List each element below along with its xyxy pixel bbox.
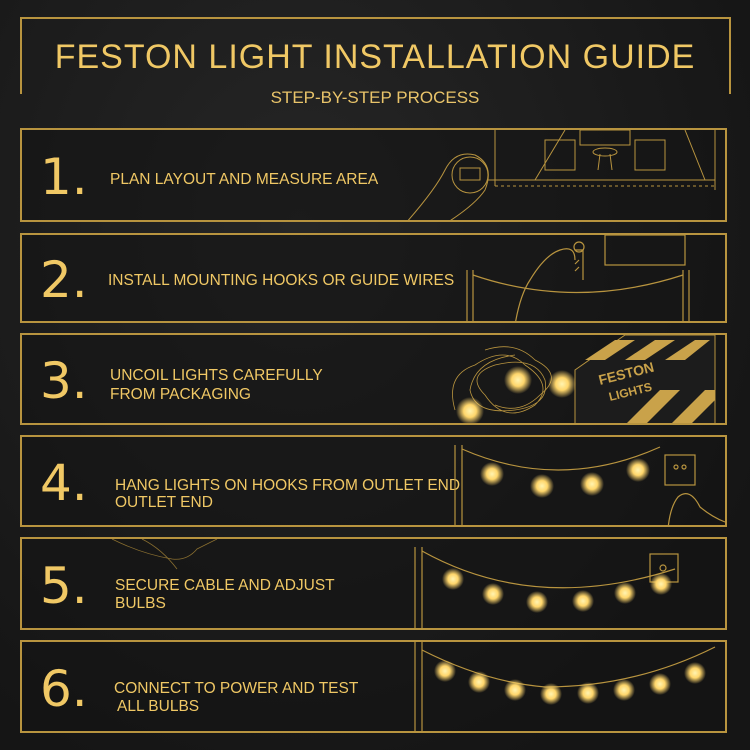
bulb <box>434 660 456 682</box>
lit-string-lights-illustration <box>414 642 716 731</box>
bulb <box>572 590 594 612</box>
bulb <box>526 591 548 613</box>
step-6-panel: 6. CONNECT TO POWER AND TEST ALL BULBS <box>20 640 727 733</box>
step-1-panel: 1. PLAN LAYOUT AND MEASURE AREA <box>20 128 727 222</box>
step-text-line-1: CONNECT TO POWER AND TEST <box>114 680 359 697</box>
bulb <box>540 683 562 705</box>
hands-adjusting-cable-illustration <box>111 539 218 570</box>
step-number: 5. <box>40 557 88 615</box>
bulb <box>577 682 599 704</box>
bulb <box>482 583 504 605</box>
measuring-tape-patio-illustration <box>407 130 716 220</box>
bulb <box>650 573 672 595</box>
step-3-panel: 3. UNCOIL LIGHTS CAREFULLY FROM PACKAGIN… <box>20 333 727 425</box>
bulb <box>456 397 484 423</box>
secured-lights-illustration <box>414 547 679 628</box>
page-title: FESTON LIGHT INSTALLATION GUIDE <box>54 38 696 76</box>
bulb <box>468 671 490 693</box>
step-number: 3. <box>40 352 88 410</box>
step-text-line-2: BULBS <box>115 595 166 612</box>
step-text-line-1: SECURE CABLE AND ADJUST <box>115 577 335 594</box>
step-text: INSTALL MOUNTING HOOKS OR GUIDE WIRES <box>108 272 455 289</box>
header-frame <box>20 17 731 94</box>
bulb <box>614 582 636 604</box>
bulb <box>504 679 526 701</box>
step-2-panel: 2. INSTALL MOUNTING HOOKS OR GUIDE WIRES <box>20 233 727 323</box>
step-text-line-1: HANG LIGHTS ON HOOKS FROM OUTLET END <box>115 477 461 494</box>
step-4-panel: 4. HANG LIGHTS ON HOOKS FROM OUTLET END … <box>20 435 727 527</box>
step-5-panel: 5. SECURE CABLE AND ADJUST BULBS <box>20 537 727 630</box>
tangled-lights-box-illustration: FESTON LIGHTS <box>452 335 716 423</box>
bulb <box>613 679 635 701</box>
bulb <box>480 462 504 486</box>
step-text-line-1: UNCOIL LIGHTS CAREFULLY <box>110 367 323 384</box>
bulb <box>548 370 576 398</box>
page-subtitle: STEP-BY-STEP PROCESS <box>270 88 480 107</box>
bulb <box>649 673 671 695</box>
step-text-line-2: FROM PACKAGING <box>110 386 251 403</box>
step-number: 2. <box>40 251 88 309</box>
step-text-line-2: ALL BULBS <box>117 698 200 715</box>
bulb <box>442 568 464 590</box>
bulb <box>530 474 554 498</box>
step-text-line-2: OUTLET END <box>115 494 213 511</box>
bulb <box>580 472 604 496</box>
hanging-lights-outlet-illustration <box>454 445 725 525</box>
step-number: 1. <box>40 148 88 206</box>
step-number: 4. <box>40 454 88 512</box>
bulb <box>626 458 650 482</box>
hook-and-wire-illustration <box>466 235 690 321</box>
step-number: 6. <box>40 660 88 718</box>
bulb <box>504 366 532 394</box>
bulb <box>684 662 706 684</box>
step-text: PLAN LAYOUT AND MEASURE AREA <box>110 171 379 188</box>
